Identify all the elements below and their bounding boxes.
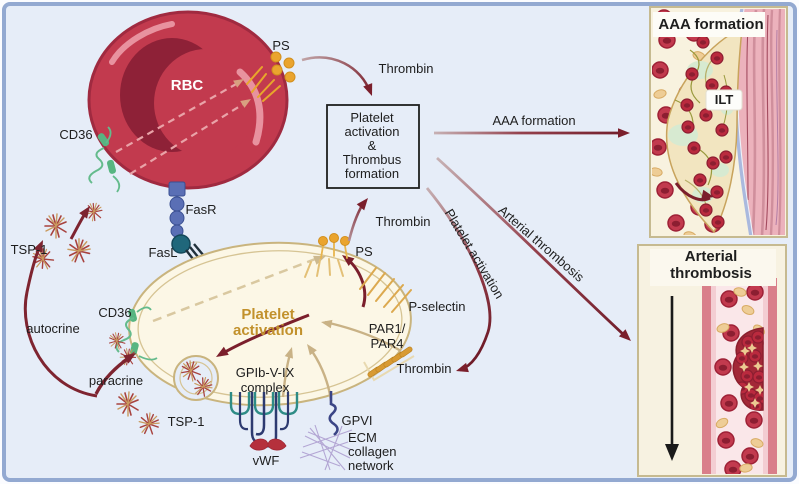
arterial-thrombus [732, 327, 764, 411]
fasr-label: FasR [185, 202, 217, 217]
gpib-complex-receptor [229, 392, 299, 448]
vwf-molecule [249, 438, 287, 451]
ecm-collagen-mesh [299, 424, 353, 471]
thrombin-arrow-top [301, 56, 377, 98]
ps-rbc-label: PS [272, 38, 290, 53]
gpvi-label: GPVI [341, 413, 373, 428]
ecm-label: ECM collagen network [348, 430, 397, 473]
rbc-cell [87, 10, 289, 190]
thrombin-top-label: Thrombin [378, 61, 434, 76]
platelet-activation-feedback-arrow [425, 187, 492, 376]
platelet-activation-box [326, 104, 420, 189]
gpvi-receptor [328, 391, 339, 436]
flow-arrow [665, 296, 679, 461]
paracrine-arrow [94, 348, 139, 395]
arterial-panel [637, 244, 787, 477]
fasl-label: FasL [148, 245, 178, 260]
par1-par4-receptor [363, 346, 415, 382]
aaa-panel-title: AAA formation [658, 16, 764, 33]
arterial-thrombosis-arrow [436, 156, 635, 345]
autocrine-arrow [23, 237, 98, 398]
p-selectin-receptor [359, 267, 412, 313]
ps-platelet [304, 233, 350, 278]
tsp1-bottom-label: TSP-1 [167, 414, 205, 429]
aaa-title-band [653, 12, 765, 37]
cd36-rbc-label: CD36 [59, 127, 93, 142]
arterial-panel-border [637, 244, 787, 477]
paracrine-label: paracrine [88, 373, 144, 388]
aaa-formation-arrow [434, 128, 630, 138]
thrombin-mid-label: Thrombin [375, 214, 431, 229]
thrombin-arrow-mid [347, 194, 372, 242]
thrombin-par-label: Thrombin [396, 361, 452, 376]
tsp1-to-cd36-arrow [69, 203, 94, 240]
cd36-platelet-receptor [115, 306, 158, 361]
platelet-activation-label: Platelet activation [232, 306, 304, 339]
ilt-label: ILT [714, 92, 734, 107]
aaa-arrow-label: AAA formation [492, 113, 576, 128]
aaa-inner-arrow [674, 182, 711, 202]
aaa-panel [649, 6, 788, 238]
cd36-platelet-label: CD36 [98, 305, 132, 320]
arterial-panel-title: Arterial thrombosis [670, 248, 752, 282]
aaa-panel-border [649, 6, 788, 238]
fasr-receptor [168, 181, 186, 238]
p-selectin-label: P-selectin [408, 299, 466, 314]
cd36-rbc-receptor [88, 126, 121, 193]
autocrine-label: autocrine [26, 321, 80, 336]
par-label: PAR1/ PAR4 [368, 321, 406, 351]
rbc-label: RBC [170, 77, 204, 94]
ps-platelet-label: PS [355, 244, 373, 259]
platelet-activation-box-label: Platelet activation & Thrombus formation [342, 110, 402, 181]
tsp1-left-label: TSP-1 [10, 242, 48, 257]
arterial-title-band [650, 249, 776, 286]
ilt-label-box [705, 89, 743, 111]
vwf-label: vWF [252, 453, 280, 468]
gpib-label: GPIb-V-IX complex [235, 365, 295, 395]
ps-rbc [246, 51, 296, 102]
